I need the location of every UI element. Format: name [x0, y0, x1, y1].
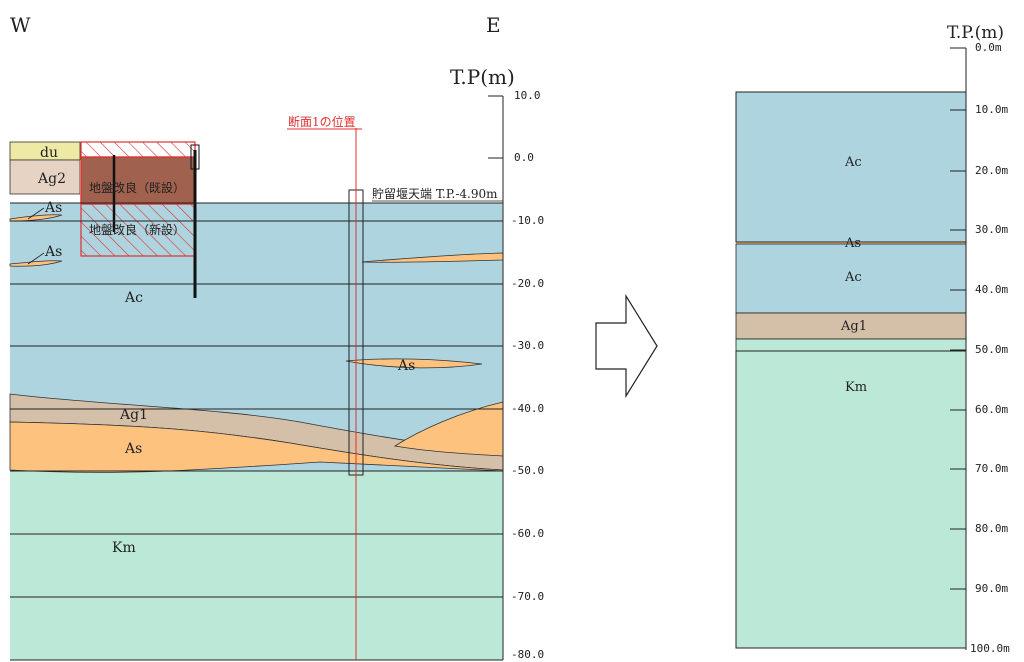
model-axis-ticks — [950, 47, 966, 590]
section-tick-minus80: -80.0 — [511, 648, 544, 661]
as-lens-upper-2 — [9, 260, 63, 267]
ac-label: Ac — [124, 290, 143, 306]
hatch-top — [80, 141, 196, 158]
model-tick-20: 20.0m — [975, 164, 1008, 177]
section-tick-minus40: -40.0 — [511, 402, 544, 415]
ag2-label: Ag2 — [37, 171, 66, 187]
ag2-layer — [9, 159, 81, 195]
as-lens-label: As — [397, 358, 415, 374]
existing-ground-improvement — [80, 156, 196, 205]
model-ac-lower — [735, 243, 967, 314]
reservoir-crest-label: 貯留堰天端 T.P.-4.90m — [372, 187, 498, 201]
section-tick-10: 10.0 — [514, 89, 541, 102]
existing-improvement-label: 地盤改良（既設） — [89, 180, 185, 195]
model-as — [736, 242, 966, 244]
model-km — [735, 350, 967, 649]
ag1-label: Ag1 — [119, 407, 148, 423]
km-label: Km — [112, 540, 136, 556]
east-label: E — [486, 13, 501, 37]
du-label: du — [40, 145, 58, 161]
section-tick-minus30: -30.0 — [511, 339, 544, 352]
section-tick-minus70: -70.0 — [511, 590, 544, 603]
section-tick-minus20: -20.0 — [511, 277, 544, 290]
km-layer — [10, 471, 503, 660]
model-tick-90: 90.0m — [975, 582, 1008, 595]
as-lower-layer — [9, 421, 504, 473]
as-lower-label: As — [124, 441, 142, 457]
wall-top — [190, 144, 200, 170]
analysis-model: Ac As Ac Ag1 Km T.P.(m) 0.0m 10.0m 20.0m… — [735, 23, 1010, 655]
model-axis-title: T.P.(m) — [947, 23, 1004, 43]
model-tick-70: 70.0m — [975, 462, 1008, 475]
model-tick-10: 10.0m — [975, 103, 1008, 116]
section-tick-minus50: -50.0 — [511, 464, 544, 477]
as-upper-1-leader — [27, 207, 45, 220]
as-upper-2-label: As — [44, 244, 62, 260]
model-tick-0: 0.0m — [975, 41, 1002, 54]
model-ag1-label: Ag1 — [840, 319, 867, 334]
right-arrow-icon — [595, 293, 658, 399]
as-lower-east-wedge — [393, 401, 504, 457]
west-label: W — [10, 13, 31, 37]
model-tick-50: 50.0m — [975, 343, 1008, 356]
model-ac-upper — [735, 91, 967, 243]
model-tick-80: 80.0m — [975, 522, 1008, 535]
new-ground-improvement — [80, 203, 196, 257]
section-axis-title: T.P(m) — [450, 65, 515, 89]
section-tick-minus10: -10.0 — [511, 214, 544, 227]
section-tick-0: 0.0 — [514, 151, 534, 164]
section-axis-ticks — [488, 95, 503, 159]
model-tick-30: 30.0m — [975, 223, 1008, 236]
model-km-transition — [735, 338, 967, 352]
model-km-label: Km — [845, 380, 867, 395]
as-upper-2-leader — [27, 252, 45, 265]
section-tick-minus60: -60.0 — [511, 527, 544, 540]
as-upper-1-label: As — [44, 200, 62, 216]
model-tick-60: 60.0m — [975, 403, 1008, 416]
section1-label: 断面1の位置 — [288, 114, 356, 129]
model-ac-upper-label: Ac — [844, 155, 862, 170]
model-tick-40: 40.0m — [975, 283, 1008, 296]
model-tick-100: 100.0m — [970, 642, 1010, 655]
as-lens-middle — [345, 358, 483, 369]
cross-section: W E — [9, 13, 544, 661]
elevation-gridlines — [10, 202, 503, 661]
new-improvement-label: 地盤改良（新設） — [89, 222, 185, 237]
model-as-label: As — [844, 236, 861, 251]
model-ac-lower-label: Ac — [844, 270, 862, 285]
